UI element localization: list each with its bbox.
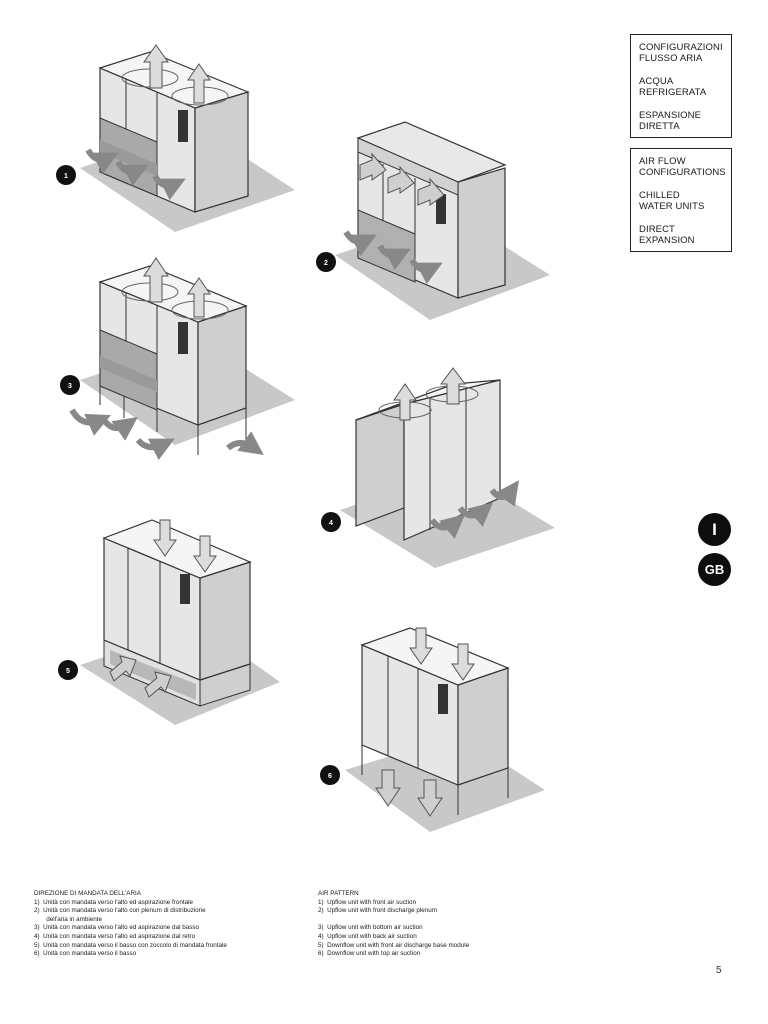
info-box-gb-line-2: CHILLED WATER UNITS [639, 190, 705, 212]
svg-text:1: 1 [64, 173, 68, 180]
info-box-italian: CONFIGURAZIONI FLUSSO ARIA ACQUA REFRIGE… [630, 34, 732, 138]
page-number: 5 [716, 965, 722, 976]
svg-text:4: 4 [329, 520, 333, 527]
legend-it-item: 5) Unità con mandata verso il basso con … [34, 941, 227, 949]
info-box-it-line-2: ACQUA REFRIGERATA [639, 76, 707, 98]
legend-it-item: 6) Unità con mandata verso il basso [34, 950, 137, 958]
legend-it-item: 2) Unità con mandata verso l'alto con pl… [34, 907, 206, 915]
svg-text:3: 3 [68, 383, 72, 390]
legend-gb-item: 4) Upflow unit with back air suction [318, 932, 417, 940]
legend-gb-item: 2) Upflow unit with front discharge plen… [318, 907, 437, 915]
legend-english: AIR PATTERN 1) Upflow unit with front ai… [318, 890, 558, 959]
legend-it-title: DIREZIONE DI MANDATA DELL'ARIA [34, 890, 141, 897]
svg-text:5: 5 [66, 668, 70, 675]
unit-2-diagram [335, 121, 550, 320]
diagram-number-badge-5: 5 [58, 660, 78, 680]
legend-it-item: 3) Unità con mandata verso l'alto ed asp… [34, 924, 200, 932]
info-box-gb-line-3: DIRECT EXPANSION [639, 224, 695, 246]
diagram-number-badge-3: 3 [60, 375, 80, 395]
unit-3-diagram [69, 257, 295, 461]
unit-6-diagram [345, 627, 545, 832]
legend-gb-item: 5) Downflow unit with front air discharg… [318, 941, 470, 949]
info-box-gb-line-1: AIR FLOW CONFIGURATIONS [639, 156, 726, 178]
legend-gb-item: 3) Upflow unit with bottom air suction [318, 924, 423, 932]
unit-5-diagram [80, 519, 280, 725]
language-badge-english: GB [698, 553, 731, 586]
diagram-number-badge-6: 6 [320, 765, 340, 785]
legend-gb-item: 1) Upflow unit with front air suction [318, 898, 416, 906]
svg-text:2: 2 [324, 260, 328, 267]
unit-4-diagram [340, 367, 555, 568]
diagram-number-badge-2: 2 [316, 252, 336, 272]
language-badge-italian: I [698, 513, 731, 546]
legend-italian: DIREZIONE DI MANDATA DELL'ARIA 1) Unità … [34, 890, 304, 959]
svg-text:6: 6 [328, 773, 332, 780]
legend-it-item: 4) Unità con mandata verso l'alto ed asp… [34, 932, 196, 940]
legend-it-item: 1) Unità con mandata verso l'alto ed asp… [34, 898, 194, 906]
legend-it-item: dell'aria in ambiente [34, 915, 103, 923]
legend-gb-item: 6) Downflow unit with top air suction [318, 950, 421, 958]
diagram-number-badge-4: 4 [321, 512, 341, 532]
info-box-it-line-3: ESPANSIONE DIRETTA [639, 110, 702, 132]
unit-1-diagram [80, 44, 295, 232]
legend-gb-spacer [318, 916, 558, 925]
info-box-it-line-1: CONFIGURAZIONI FLUSSO ARIA [639, 42, 723, 64]
legend-gb-title: AIR PATTERN [318, 890, 359, 897]
info-box-english: AIR FLOW CONFIGURATIONS CHILLED WATER UN… [630, 148, 732, 252]
diagram-number-badge-1: 1 [56, 165, 76, 185]
